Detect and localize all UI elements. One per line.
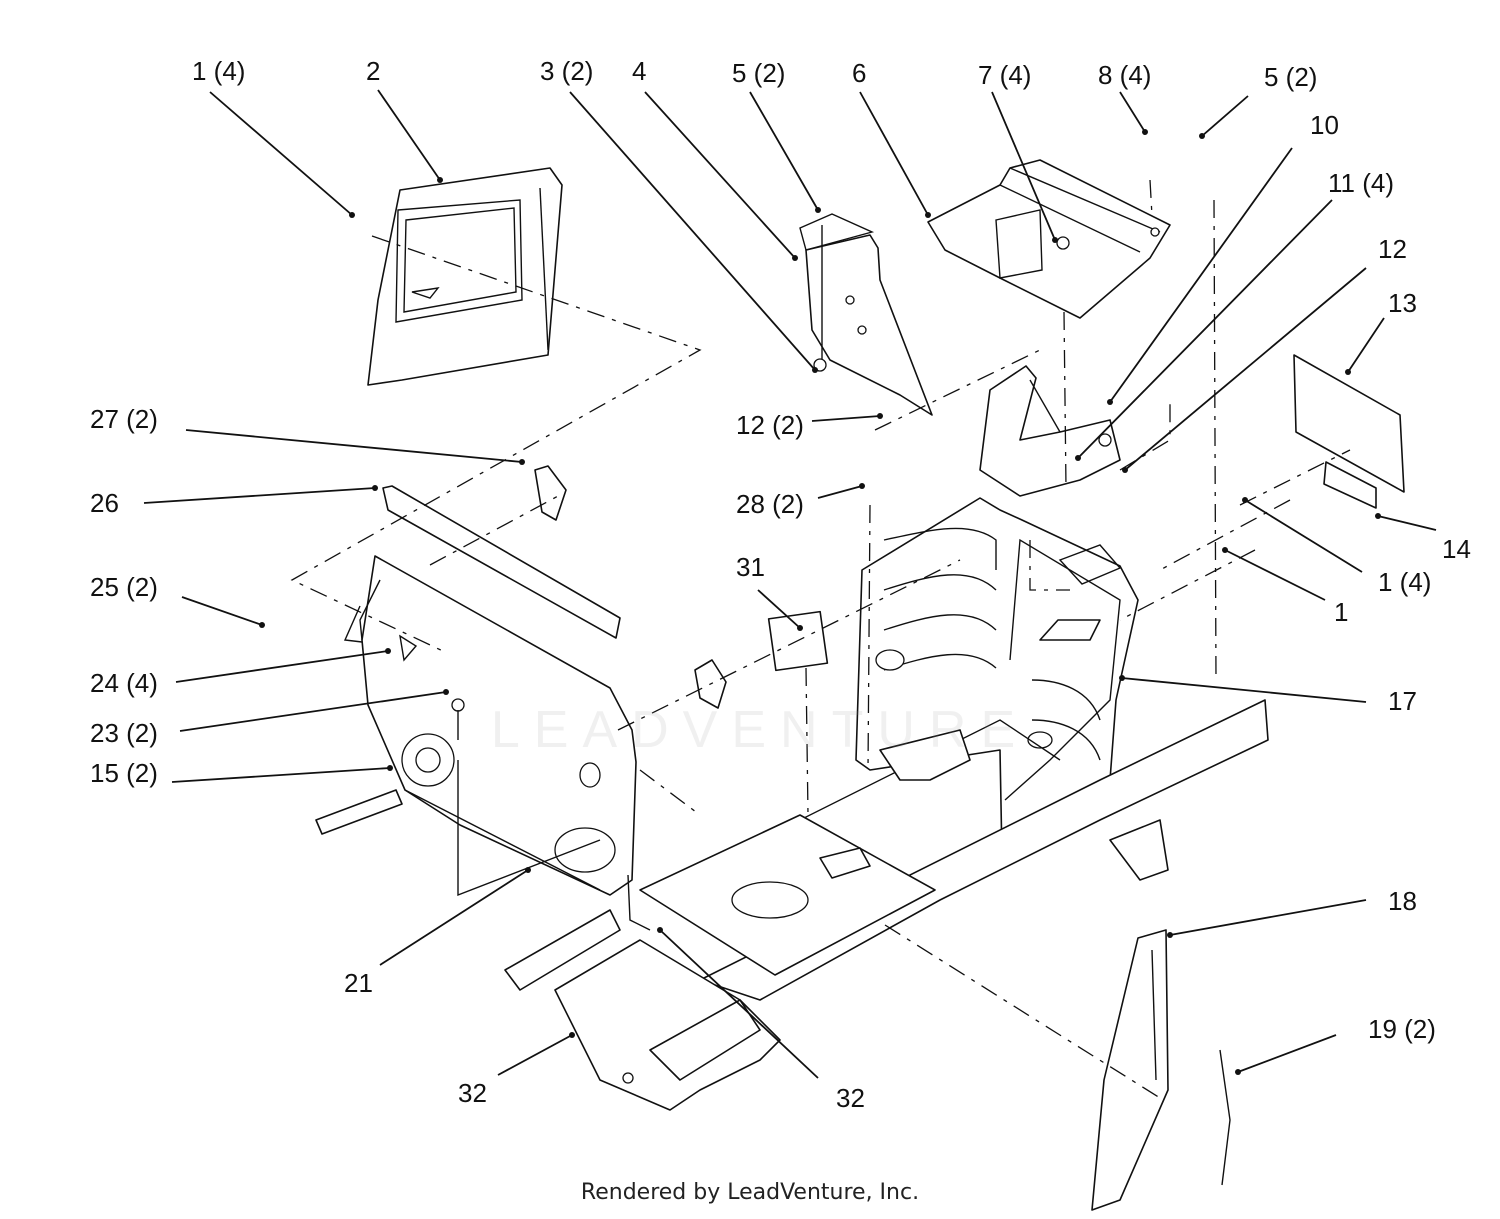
callout-25: 25 (2): [90, 572, 158, 602]
part-front-housing: [554, 874, 781, 1111]
callout-12: 12: [1378, 234, 1407, 264]
part-side-strip: [1091, 929, 1231, 1211]
alignment-lines: [290, 179, 1351, 1099]
callout-32-left: 32: [458, 1078, 487, 1108]
callout-1: 1: [1334, 597, 1348, 627]
callout-12-2: 12 (2): [736, 410, 804, 440]
callout-26: 26: [90, 488, 119, 518]
callout-4: 4: [632, 56, 646, 86]
callout-18: 18: [1388, 886, 1417, 916]
part-dash-panel: [367, 167, 563, 386]
part-decals: [1293, 354, 1405, 509]
callout-21: 21: [344, 968, 373, 998]
footer-credit: Rendered by LeadVenture, Inc.: [580, 1180, 920, 1205]
part-side-panel: [315, 465, 727, 897]
callout-28: 28 (2): [736, 489, 804, 519]
callout-17: 17: [1388, 686, 1417, 716]
part-floor-plate: [639, 814, 936, 976]
callout-3: 3 (2): [540, 56, 593, 86]
callout-8: 8 (4): [1098, 60, 1151, 90]
callout-27: 27 (2): [90, 404, 158, 434]
callout-13: 13: [1388, 288, 1417, 318]
part-frame-tower: [855, 497, 1139, 859]
callout-labels: 1 (4) 2 3 (2) 4 5 (2) 6 7 (4) 8 (4) 5 (2…: [90, 56, 1471, 1113]
callout-7: 7 (4): [978, 60, 1031, 90]
callout-24: 24 (4): [90, 668, 158, 698]
part-support-6: [927, 159, 1171, 319]
part-bracket-4: [799, 213, 933, 416]
callout-1-4-top: 1 (4): [192, 56, 245, 86]
callout-5-left: 5 (2): [732, 58, 785, 88]
watermark: LEADVENTURE: [490, 701, 1030, 759]
callout-1-4-right: 1 (4): [1378, 567, 1431, 597]
callout-2: 2: [366, 56, 380, 86]
part-bracket-10: [979, 365, 1121, 497]
callout-31: 31: [736, 552, 765, 582]
callout-11: 11 (4): [1328, 168, 1394, 198]
callout-6: 6: [852, 58, 866, 88]
callout-5-right: 5 (2): [1264, 62, 1317, 92]
leader-lines: [143, 89, 1437, 1079]
callout-19: 19 (2): [1368, 1014, 1436, 1044]
callout-23: 23 (2): [90, 718, 158, 748]
callout-32-right: 32: [836, 1083, 865, 1113]
callout-14: 14: [1442, 534, 1471, 564]
callout-10: 10: [1310, 110, 1339, 140]
callout-15: 15 (2): [90, 758, 158, 788]
